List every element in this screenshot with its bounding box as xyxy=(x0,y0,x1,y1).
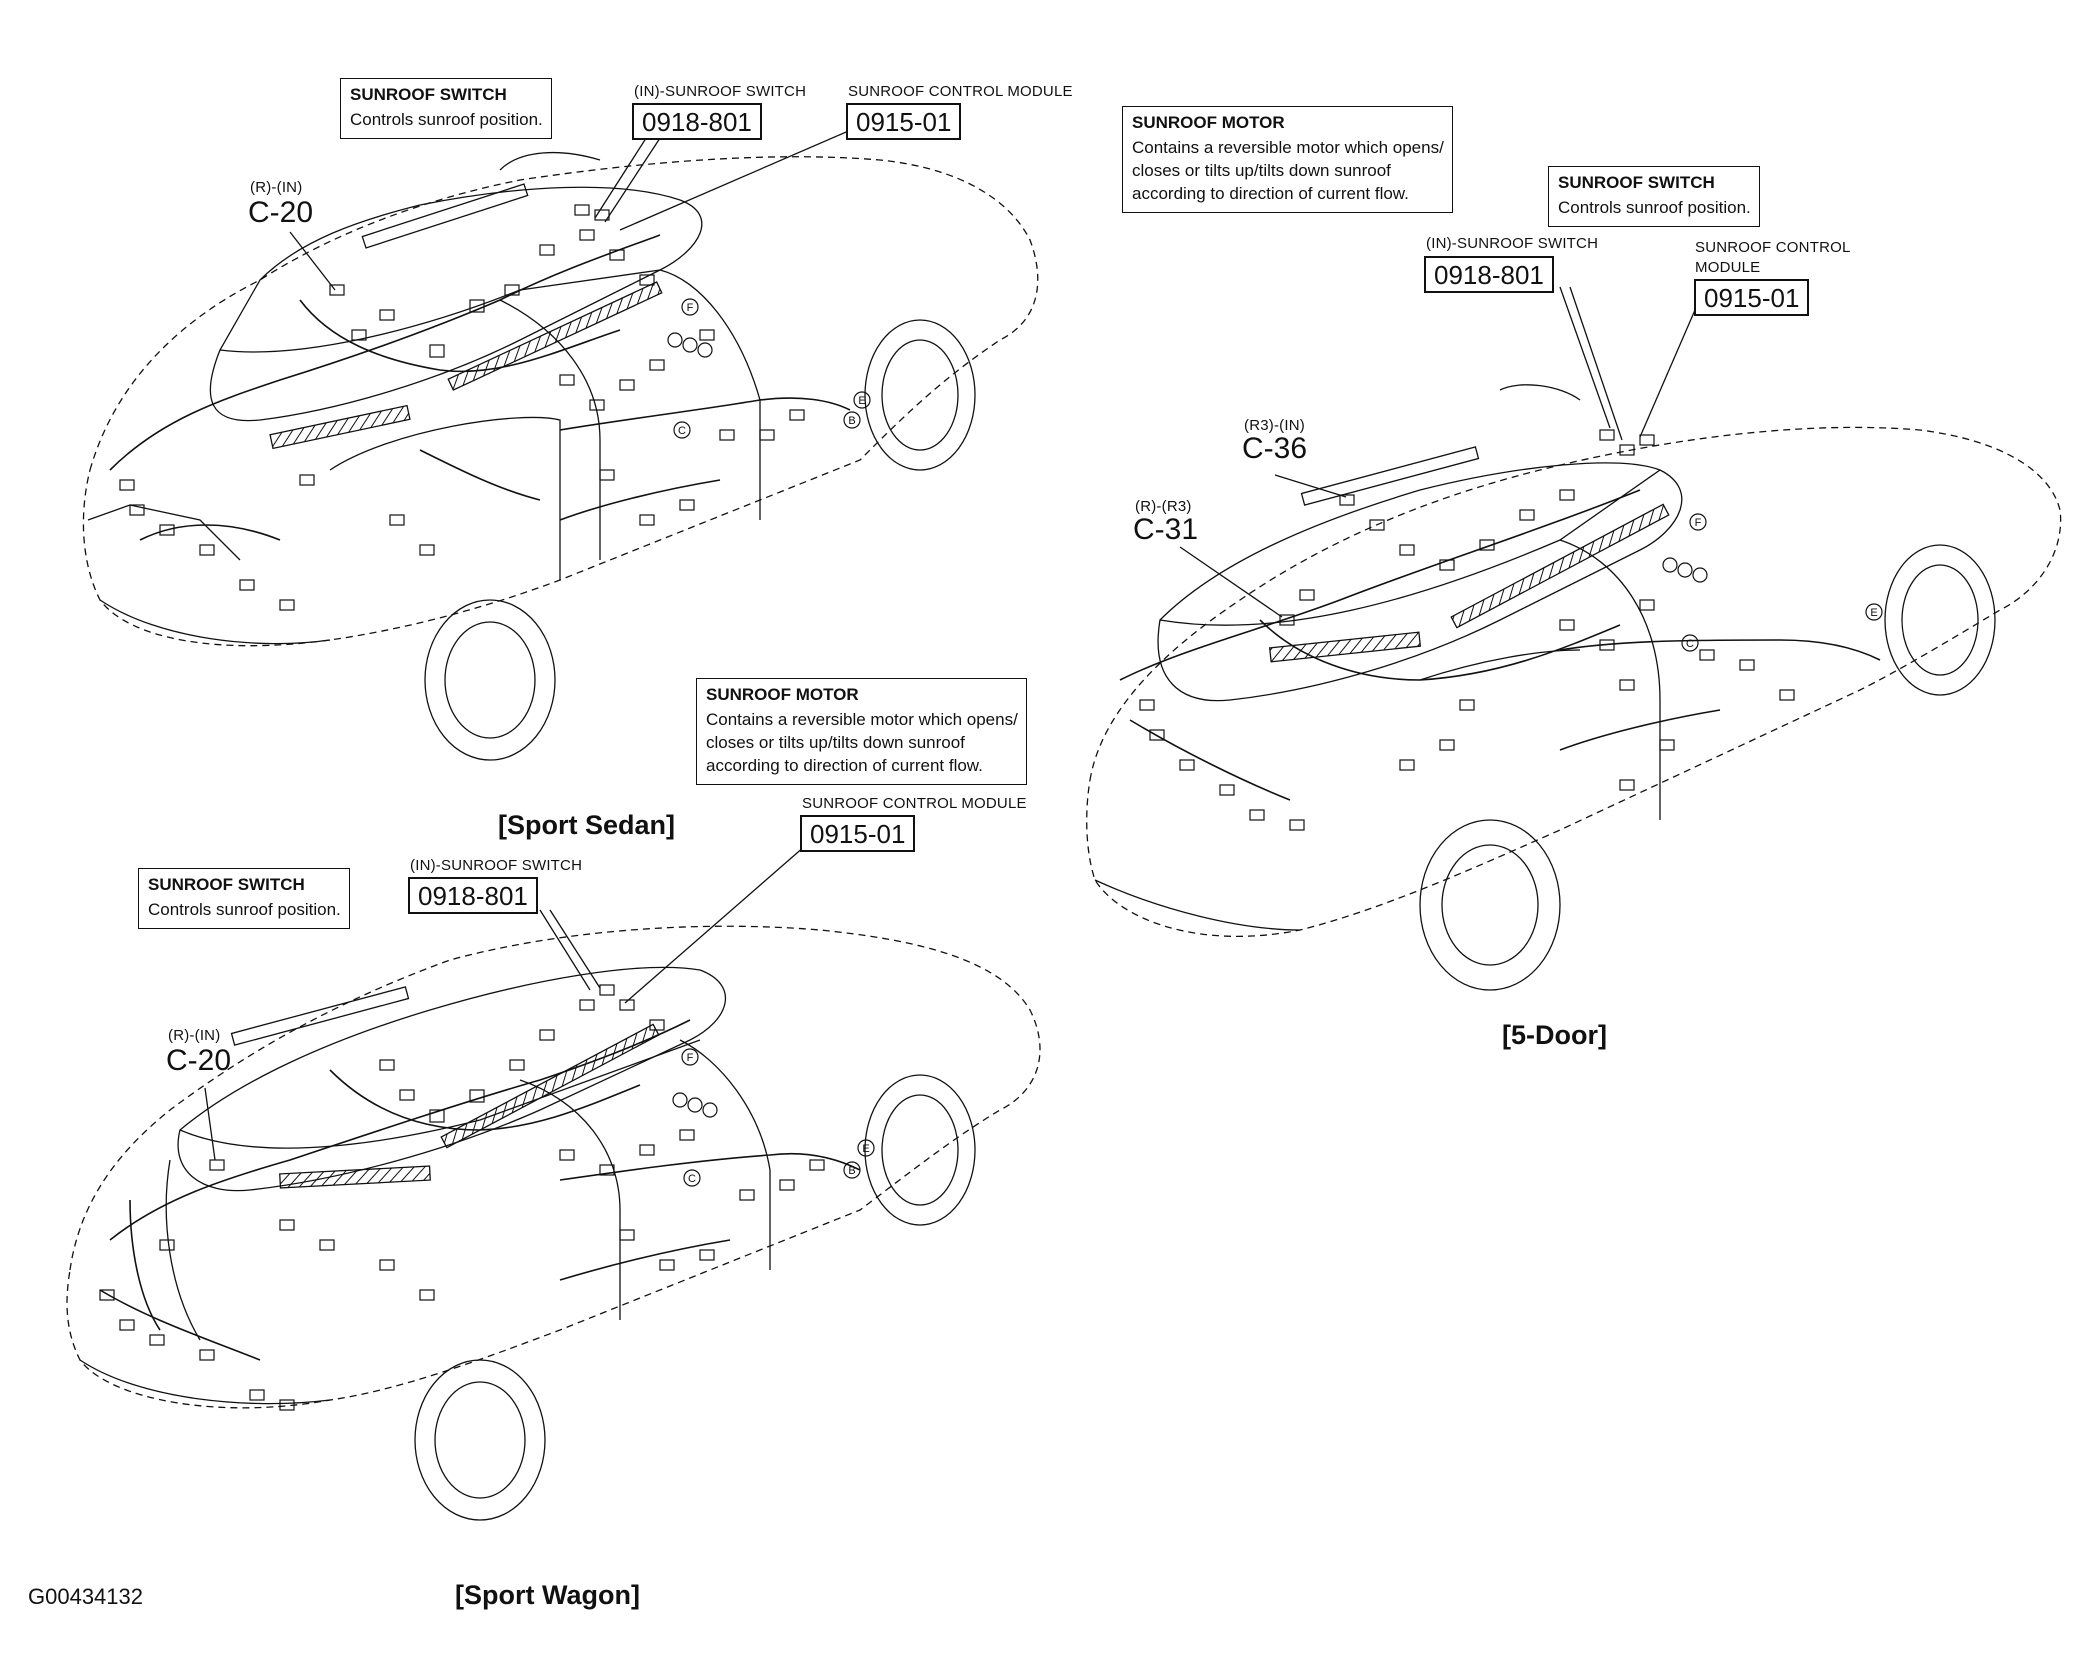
svg-text:C: C xyxy=(1686,638,1694,650)
wagon-module-code: 0915-01 xyxy=(800,815,916,852)
wagon-sunroof-switch-box: SUNROOF SWITCH Controls sunroof position… xyxy=(138,868,350,929)
svg-text:C: C xyxy=(678,425,686,437)
wagon-connector-code: C-20 xyxy=(166,1044,232,1077)
wagon-variant-title: [Sport Wagon] xyxy=(455,1580,640,1610)
wagon-module-label: SUNROOF CONTROL MODULE xyxy=(802,795,1027,812)
wagon-motor-line-2: closes or tilts up/tilts down sunroof xyxy=(706,733,965,752)
figure-id: G00434132 xyxy=(28,1584,143,1609)
sedan-sunroof-switch-box: SUNROOF SWITCH Controls sunroof position… xyxy=(340,78,552,139)
five-door-switch-box-body: Controls sunroof position. xyxy=(1558,198,1751,217)
wagon-switch-code: 0918-801 xyxy=(408,877,538,914)
wagon-switch-box-body: Controls sunroof position. xyxy=(148,900,341,919)
svg-text:E: E xyxy=(858,395,865,407)
five-door-switch-code: 0918-801 xyxy=(1424,256,1554,293)
five-door-switch-label: (IN)-SUNROOF SWITCH xyxy=(1426,235,1599,252)
sedan-switch-code: 0918-801 xyxy=(632,103,762,140)
five-door-sunroof-motor-box: SUNROOF MOTOR Contains a reversible moto… xyxy=(1122,106,1453,213)
leader-lines xyxy=(204,125,1696,1161)
svg-text:E: E xyxy=(1870,607,1877,619)
sedan-switch-box-body: Controls sunroof position. xyxy=(350,110,543,129)
five-door-motor-line-1: Contains a reversible motor which opens/ xyxy=(1132,138,1444,157)
sedan-variant-title: [Sport Sedan] xyxy=(498,810,676,840)
sedan-switch-label: (IN)-SUNROOF SWITCH xyxy=(634,83,807,100)
five-door-connector-b-code: C-31 xyxy=(1133,513,1199,546)
five-door-connector-a-pin: (R3)-(IN) xyxy=(1244,417,1305,434)
sedan-connector-code: C-20 xyxy=(248,196,314,229)
wagon-motor-line-3: according to direction of current flow. xyxy=(706,756,983,775)
sedan-switch-box-title: SUNROOF SWITCH xyxy=(350,85,507,104)
five-door-switch-box-title: SUNROOF SWITCH xyxy=(1558,173,1715,192)
five-door-module-label-line-1: SUNROOF CONTROL xyxy=(1695,239,1851,256)
svg-text:E: E xyxy=(862,1143,869,1155)
wagon-switch-box-title: SUNROOF SWITCH xyxy=(148,875,305,894)
wagon-connector-pin: (R)-(IN) xyxy=(168,1027,221,1044)
wagon-switch-label: (IN)-SUNROOF SWITCH xyxy=(410,857,583,874)
five-door-sunroof-switch-box: SUNROOF SWITCH Controls sunroof position… xyxy=(1548,166,1760,227)
wagon-motor-box-title: SUNROOF MOTOR xyxy=(706,685,859,704)
sport-sedan-car xyxy=(82,152,1039,761)
five-door-motor-line-3: according to direction of current flow. xyxy=(1132,184,1409,203)
svg-text:B: B xyxy=(848,1165,855,1177)
five-door-module-code: 0915-01 xyxy=(1694,279,1810,316)
sport-wagon-car xyxy=(66,925,1041,1521)
svg-text:B: B xyxy=(848,415,855,427)
svg-text:F: F xyxy=(687,1052,694,1064)
sedan-module-label: SUNROOF CONTROL MODULE xyxy=(848,83,1073,100)
sedan-module-code: 0915-01 xyxy=(846,103,962,140)
five-door-connector-a-code: C-36 xyxy=(1242,432,1308,465)
five-door-car xyxy=(1086,384,2062,991)
five-door-motor-line-2: closes or tilts up/tilts down sunroof xyxy=(1132,161,1391,180)
five-door-motor-box-title: SUNROOF MOTOR xyxy=(1132,113,1285,132)
svg-text:C: C xyxy=(688,1173,696,1185)
five-door-module-label-line-2: MODULE xyxy=(1695,259,1761,276)
svg-text:F: F xyxy=(687,302,694,314)
wagon-sunroof-motor-box: SUNROOF MOTOR Contains a reversible moto… xyxy=(696,678,1027,785)
five-door-variant-title: [5-Door] xyxy=(1502,1020,1607,1050)
sedan-connector-pin: (R)-(IN) xyxy=(250,179,303,196)
wagon-motor-line-1: Contains a reversible motor which opens/ xyxy=(706,710,1018,729)
five-door-connector-b-pin: (R)-(R3) xyxy=(1135,498,1192,515)
svg-text:F: F xyxy=(1695,517,1702,529)
